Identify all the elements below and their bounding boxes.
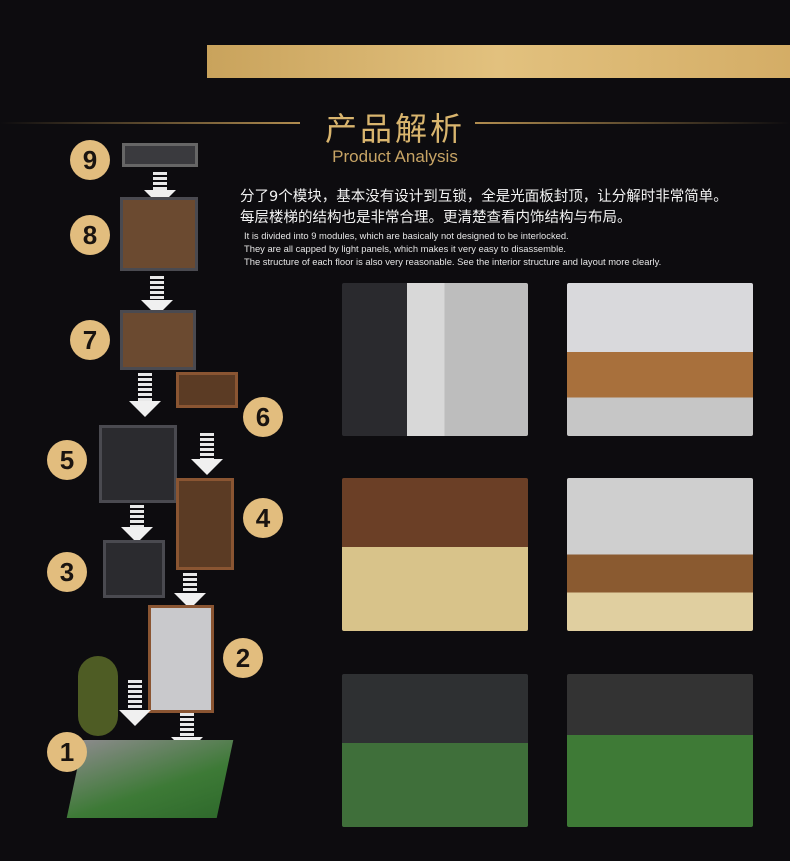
arrow-down-icon: [141, 276, 173, 316]
arrow-down-icon: [144, 172, 176, 206]
detail-photo-car-stairs: [567, 674, 753, 827]
description-en-line-2: They are all capped by light panels, whi…: [244, 243, 567, 254]
module-1-base: [66, 740, 234, 818]
description-cn-line-2: 每层楼梯的结构也是非常合理。更清楚查看内饰结构与布局。: [240, 210, 632, 226]
detail-photo-stairs: [342, 478, 528, 631]
arrow-down-icon: [171, 713, 203, 753]
module-3: [103, 540, 165, 598]
module-number-7: 7: [70, 320, 110, 360]
title-chinese: 产品解析: [324, 110, 465, 148]
module-number-2: 2: [223, 638, 263, 678]
module-6: [176, 372, 238, 408]
module-number-9: 9: [70, 140, 110, 180]
header-gold-bar: [207, 45, 790, 78]
module-number-3: 3: [47, 552, 87, 592]
module-4: [176, 478, 234, 570]
module-9-roof: [122, 143, 198, 167]
detail-photo-entrance: [342, 283, 528, 436]
description-cn-line-1: 分了9个模块，基本没有设计到互锁，全是光面板封顶，让分解时非常简单。: [240, 189, 728, 205]
detail-photo-car-garage: [342, 674, 528, 827]
module-number-6: 6: [243, 397, 283, 437]
module-2: [148, 605, 214, 713]
arrow-down-icon: [121, 505, 153, 543]
module-5: [99, 425, 177, 503]
detail-photo-bedroom: [567, 283, 753, 436]
module-number-1: 1: [47, 732, 87, 772]
module-7: [120, 310, 196, 370]
arrow-down-icon: [174, 573, 206, 609]
description-en-line-3: The structure of each floor is also very…: [244, 256, 662, 267]
module-8: [120, 197, 198, 271]
title-english: Product Analysis: [332, 147, 458, 166]
arrow-down-icon: [119, 680, 151, 726]
detail-photo-living-room: [567, 478, 753, 631]
divider-left: [0, 122, 300, 124]
description-en-line-1: It is divided into 9 modules, which are …: [244, 230, 569, 241]
tree-decoration: [78, 656, 118, 736]
module-number-5: 5: [47, 440, 87, 480]
arrow-down-icon: [191, 433, 223, 475]
divider-right: [475, 122, 790, 124]
module-number-4: 4: [243, 498, 283, 538]
arrow-down-icon: [129, 373, 161, 417]
module-number-8: 8: [70, 215, 110, 255]
